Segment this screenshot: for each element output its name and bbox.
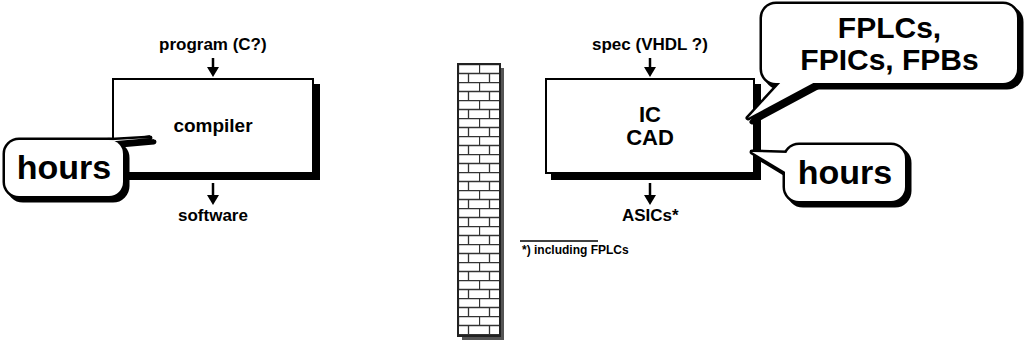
bubble-body [785, 145, 905, 201]
flow-label: ASICs* [622, 207, 679, 226]
footnote-rule [520, 240, 598, 242]
node-text: hours [798, 155, 892, 191]
callout-bubble: FPLCs, FPICs, FPBs [762, 4, 1017, 83]
arrow-head [207, 195, 219, 205]
callout-bubble: hours [785, 145, 905, 201]
arrow-shaft [212, 183, 215, 196]
bubble-body [762, 4, 1017, 83]
flow-label: program (C?) [159, 36, 267, 55]
bubble-body [762, 4, 1017, 83]
footnote: *) including FPLCs [522, 244, 629, 257]
process-box: IC CAD [545, 78, 755, 174]
bubble-border [748, 4, 1017, 118]
brick-wall [458, 64, 500, 336]
node-text: IC CAD [626, 103, 674, 149]
node-text: FPLCs, FPICs, FPBs [796, 12, 984, 75]
bubble-tail [748, 81, 817, 118]
arrow-head [207, 67, 219, 77]
bubble-fill [752, 145, 905, 201]
flow-label: spec (VHDL ?) [592, 36, 708, 55]
node-text: compiler [173, 116, 252, 136]
bubble-border [5, 138, 150, 196]
arrow-head [644, 195, 656, 205]
bubble-fill [5, 138, 150, 196]
bubble-border [752, 145, 905, 201]
arrow-shaft [649, 58, 652, 68]
bubble-body [5, 140, 123, 196]
bubble-tail [748, 81, 817, 118]
callout-bubble: hours [5, 140, 123, 196]
arrow-head [644, 67, 656, 77]
bubble-body [5, 140, 123, 196]
arrow-shaft [649, 183, 652, 196]
bubble-tail [81, 138, 150, 142]
process-box: compiler [112, 78, 314, 174]
node-text: hours [17, 150, 111, 186]
bubble-fill [748, 4, 1017, 118]
arrow-shaft [212, 58, 215, 68]
flow-label: software [178, 207, 248, 226]
bubble-tail [752, 152, 787, 173]
bubble-tail [752, 152, 787, 173]
bubble-body [785, 145, 905, 201]
